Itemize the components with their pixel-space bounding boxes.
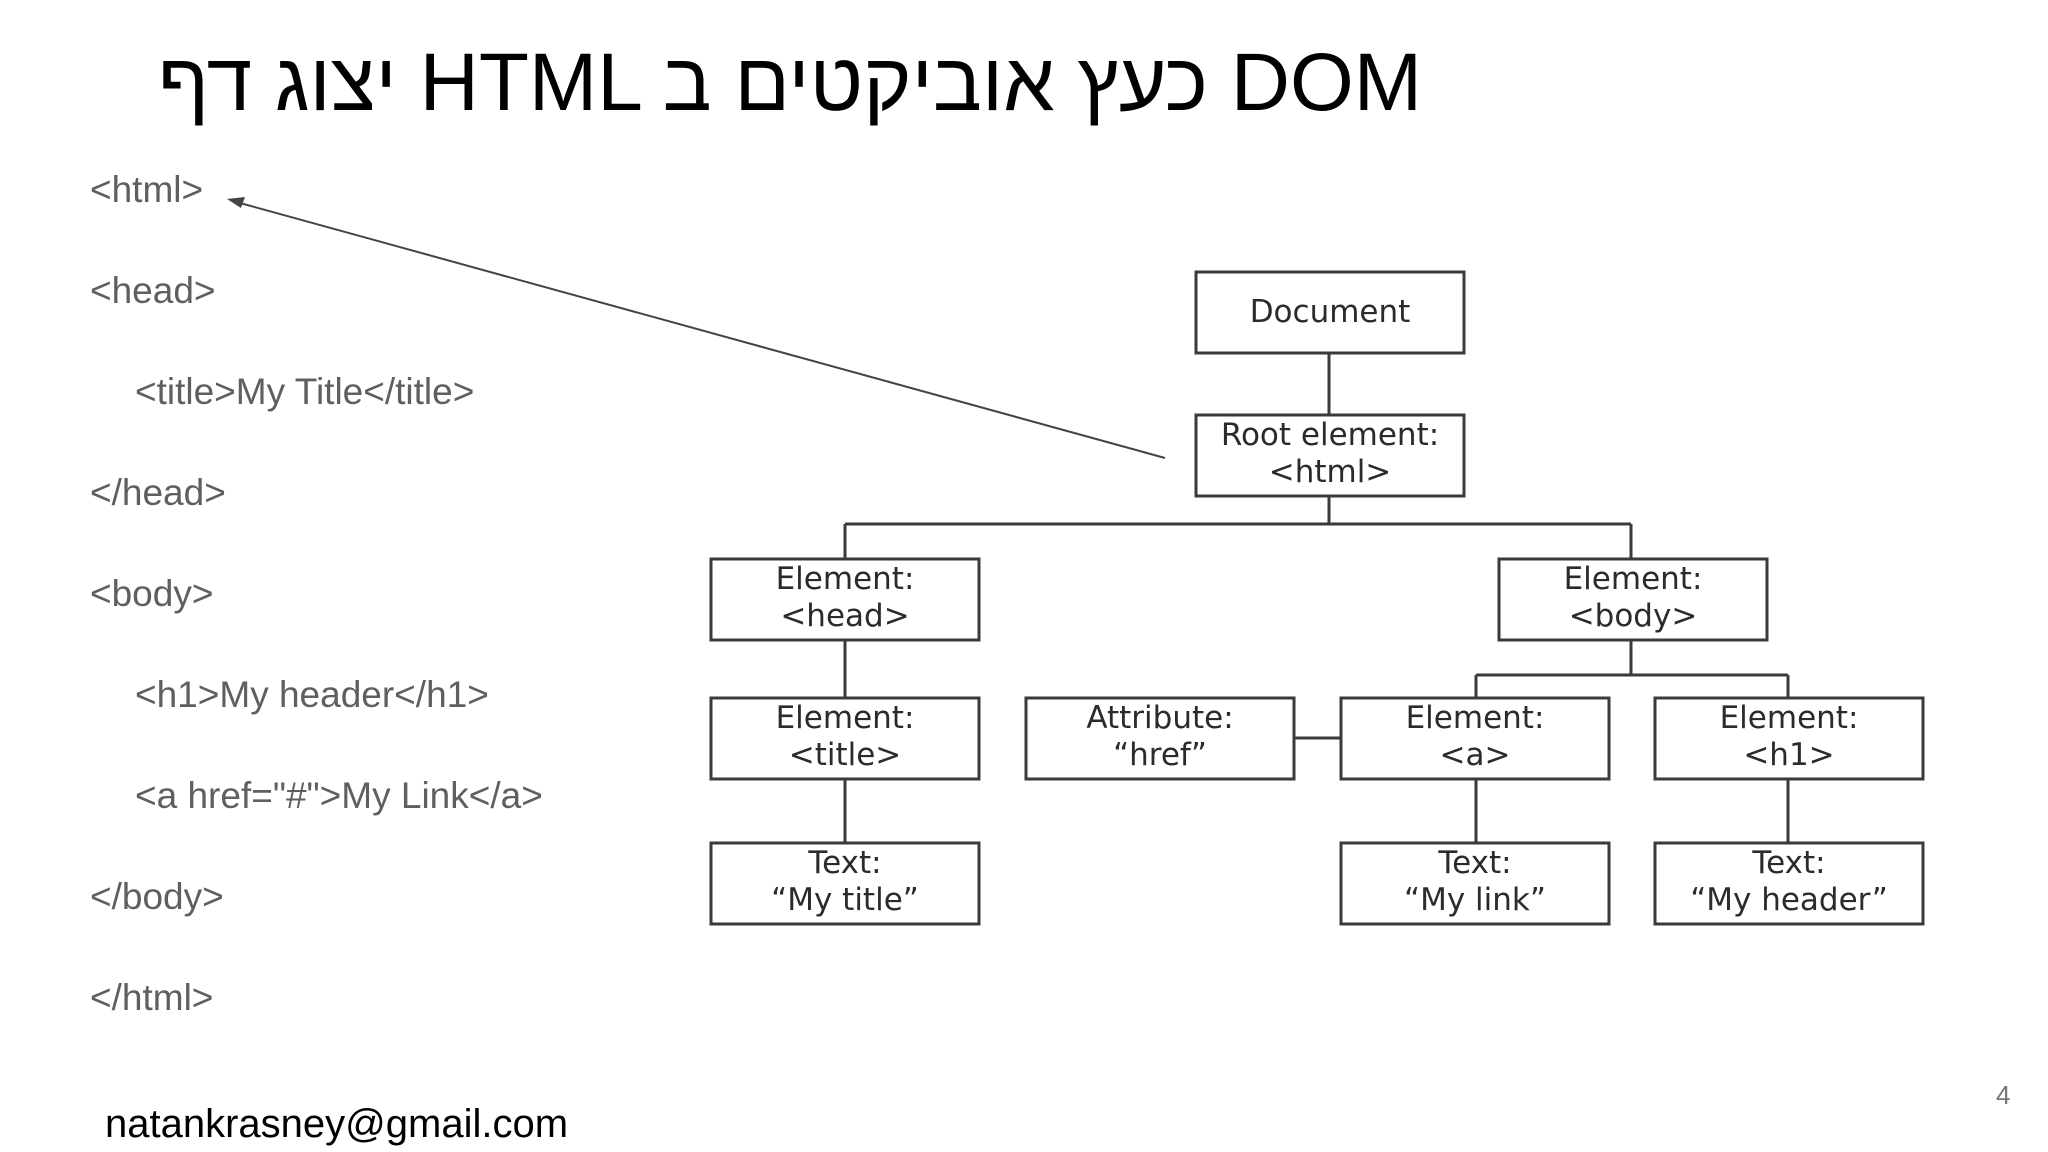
node-text-title: Text: “My title” bbox=[709, 841, 981, 926]
page-number: 4 bbox=[1996, 1080, 2011, 1110]
node-attribute-line2: “href” bbox=[1113, 737, 1207, 773]
node-text-header: Text: “My header” bbox=[1653, 841, 1925, 926]
code-line-h1: <h1>My header</h1> bbox=[135, 674, 489, 715]
code-line-anchor: <a href="#">My Link</a> bbox=[135, 775, 543, 816]
node-text-link-line1: Text: bbox=[1437, 845, 1511, 881]
node-a: Element: <a> bbox=[1339, 696, 1611, 781]
node-title: Element: <title> bbox=[709, 696, 981, 781]
node-text-header-line1: Text: bbox=[1751, 845, 1825, 881]
node-text-title-line2: “My title” bbox=[771, 882, 919, 918]
node-title-line2: <title> bbox=[789, 737, 902, 773]
node-root-box bbox=[1194, 413, 1466, 498]
node-body: Element: <body> bbox=[1497, 557, 1769, 642]
node-head-line1: Element: bbox=[776, 561, 915, 597]
node-body-line1: Element: bbox=[1564, 561, 1703, 597]
code-line-head-open: <head> bbox=[90, 270, 216, 311]
node-title-box bbox=[709, 696, 981, 781]
node-h1-box bbox=[1653, 696, 1925, 781]
node-document-box bbox=[1194, 270, 1466, 355]
node-attribute: Attribute: “href” bbox=[1024, 696, 1296, 781]
node-root-line1: Root element: bbox=[1221, 417, 1439, 453]
node-document: Document bbox=[1194, 270, 1466, 355]
node-text-title-box bbox=[709, 841, 981, 926]
code-line-head-close: </head> bbox=[90, 472, 226, 513]
node-h1-line1: Element: bbox=[1720, 700, 1859, 736]
node-a-line1: Element: bbox=[1406, 700, 1545, 736]
code-line-html-close: </html> bbox=[90, 977, 214, 1018]
code-line-html-open: <html> bbox=[90, 169, 204, 210]
node-title-line1: Element: bbox=[776, 700, 915, 736]
node-body-box bbox=[1497, 557, 1769, 642]
node-attribute-box bbox=[1024, 696, 1296, 781]
node-root: Root element: <html> bbox=[1194, 413, 1466, 498]
node-text-header-box bbox=[1653, 841, 1925, 926]
code-line-body-open: <body> bbox=[90, 573, 214, 614]
author-email: natankrasney@gmail.com bbox=[105, 1102, 569, 1146]
node-h1-line2: <h1> bbox=[1743, 737, 1834, 773]
node-a-box bbox=[1339, 696, 1611, 781]
node-text-link: Text: “My link” bbox=[1339, 841, 1611, 926]
node-head: Element: <head> bbox=[709, 557, 981, 642]
node-a-line2: <a> bbox=[1440, 737, 1511, 773]
code-line-body-close: </body> bbox=[90, 876, 224, 917]
slide-title: יצוג דף HTML כעץ אוביקטים ב DOM bbox=[157, 37, 1423, 128]
pointer-arrow-line bbox=[239, 202, 1166, 459]
code-line-title: <title>My Title</title> bbox=[135, 371, 475, 412]
node-head-line2: <head> bbox=[780, 598, 909, 634]
node-attribute-line1: Attribute: bbox=[1086, 700, 1233, 736]
node-head-box bbox=[709, 557, 981, 642]
pointer-arrow-head bbox=[227, 197, 245, 208]
node-text-title-line1: Text: bbox=[807, 845, 881, 881]
node-document-label: Document bbox=[1250, 294, 1411, 330]
node-text-header-line2: “My header” bbox=[1690, 882, 1888, 918]
node-text-link-line2: “My link” bbox=[1404, 882, 1546, 918]
node-text-link-box bbox=[1339, 841, 1611, 926]
node-h1: Element: <h1> bbox=[1653, 696, 1925, 781]
node-root-line2: <html> bbox=[1269, 454, 1392, 490]
node-body-line2: <body> bbox=[1569, 598, 1698, 634]
